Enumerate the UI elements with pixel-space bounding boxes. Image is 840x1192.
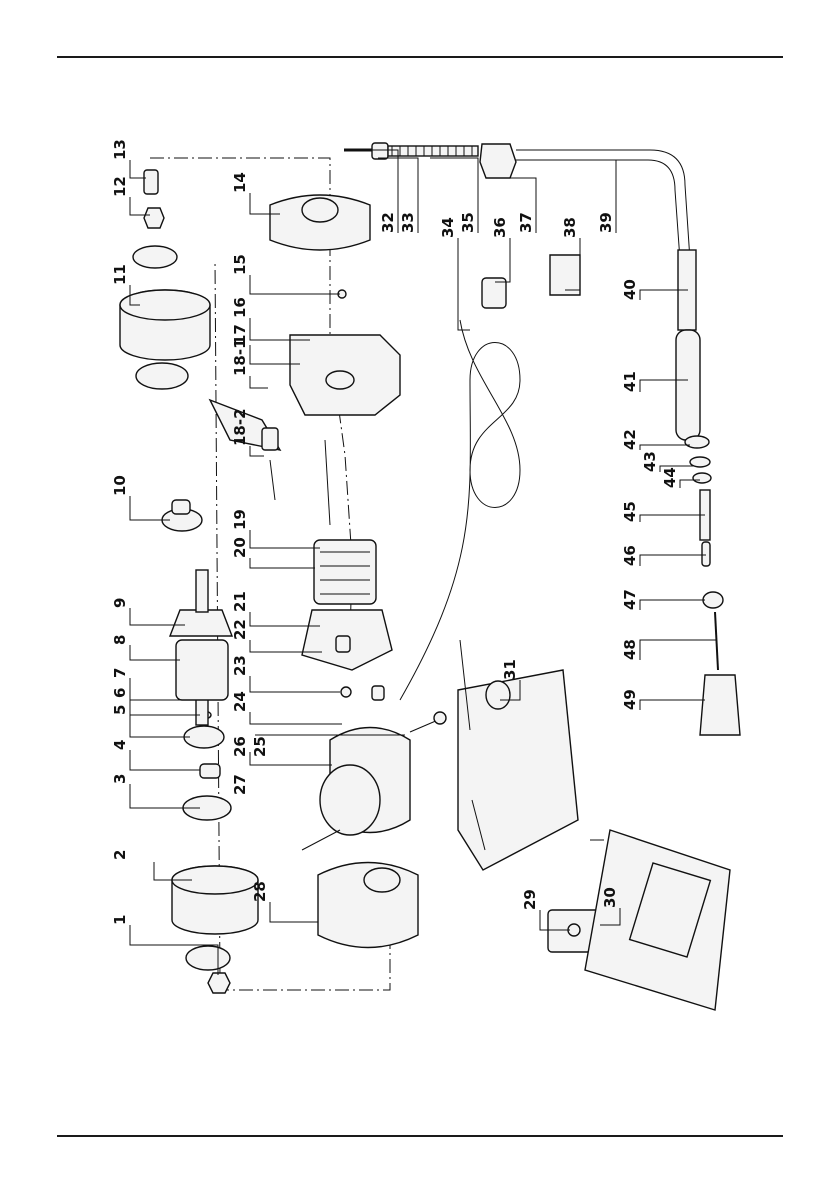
callout-31: 31	[501, 659, 519, 680]
part-1-nut	[208, 973, 230, 993]
callout-27: 27	[231, 774, 249, 795]
part-28-hub	[364, 868, 400, 892]
callout-37: 37	[517, 212, 535, 233]
part-42-collar	[685, 436, 709, 448]
callout-16: 16	[231, 297, 249, 318]
part-28-screw	[302, 830, 340, 850]
callout-1: 1	[111, 915, 129, 925]
part-33-coupling	[372, 143, 388, 159]
part-11-washer-lower	[136, 363, 188, 389]
part-37-nut	[480, 144, 516, 178]
part-23-nut	[341, 687, 351, 697]
callout-11: 11	[111, 264, 129, 285]
callout-28: 28	[251, 881, 269, 902]
callout-33: 33	[399, 212, 417, 233]
part-31-knob	[486, 681, 510, 709]
callout-6: 6	[111, 688, 129, 698]
part-9-fan	[170, 610, 232, 636]
callout-30: 30	[601, 887, 619, 908]
callout-35: 35	[459, 212, 477, 233]
part-38-hanger	[550, 255, 580, 295]
part-48-bit	[715, 612, 718, 670]
part-washer-left	[186, 946, 230, 970]
callout-38: 38	[561, 217, 579, 238]
callout-44: 44	[661, 467, 679, 488]
part-22-bushing	[336, 636, 350, 652]
callout-39: 39	[597, 212, 615, 233]
callout-2: 2	[111, 850, 129, 860]
callout-19: 19	[231, 509, 249, 530]
part-39-tube	[516, 150, 690, 260]
callout-15: 15	[231, 254, 249, 275]
callout-4: 4	[111, 740, 129, 750]
callout-26: 26	[231, 736, 249, 757]
callout-13: 13	[111, 139, 129, 160]
part-41-handpiece	[676, 330, 700, 440]
callout-47: 47	[621, 589, 639, 610]
callout-34: 34	[439, 217, 457, 238]
callout-41: 41	[621, 371, 639, 392]
callout-7: 7	[111, 668, 129, 678]
callout-49: 49	[621, 689, 639, 710]
callout-22: 22	[231, 619, 249, 640]
part-11-washer-upper	[133, 246, 177, 268]
callout-36: 36	[491, 217, 509, 238]
callout-14: 14	[231, 172, 249, 193]
part-27-end	[320, 765, 380, 835]
callout-5: 5	[111, 705, 129, 715]
grinder-parts	[120, 143, 740, 1010]
part-18-2-clamp	[262, 428, 278, 450]
callout-29: 29	[521, 889, 539, 910]
callout-18-1: 18-1	[231, 338, 249, 376]
part-49-cap	[700, 675, 740, 735]
part-9-shaft	[196, 570, 208, 612]
callout-45: 45	[621, 501, 639, 522]
callout-18-2: 18-2	[231, 408, 249, 446]
part-25-screw	[410, 720, 438, 732]
callout-12: 12	[111, 176, 129, 197]
part-23-bushing	[372, 686, 384, 700]
part-13-adapter	[144, 170, 158, 194]
callout-3: 3	[111, 774, 129, 784]
part-47-nut	[703, 592, 723, 608]
callout-42: 42	[621, 429, 639, 450]
callout-10: 10	[111, 475, 129, 496]
part-8-armature	[176, 640, 228, 700]
part-46-collet-tip	[702, 542, 710, 566]
callout-43: 43	[641, 451, 659, 472]
callout-32: 32	[379, 212, 397, 233]
callout-23: 23	[231, 655, 249, 676]
callout-40: 40	[621, 279, 639, 300]
callout-21: 21	[231, 591, 249, 612]
callout-24: 24	[231, 691, 249, 712]
part-12-nut	[144, 208, 164, 228]
part-44-ring	[693, 473, 711, 483]
callout-9: 9	[111, 598, 129, 608]
part-4-bushing	[200, 764, 220, 778]
part-10-bushing	[172, 500, 190, 514]
part-17-hub	[326, 371, 354, 389]
long-screw-left	[325, 440, 330, 525]
callout-48: 48	[621, 639, 639, 660]
callout-8: 8	[111, 635, 129, 645]
part-24-knob	[434, 712, 446, 724]
part-14-hub	[302, 198, 338, 222]
callout-25: 25	[251, 736, 269, 757]
callout-20: 20	[231, 537, 249, 558]
callout-46: 46	[621, 545, 639, 566]
